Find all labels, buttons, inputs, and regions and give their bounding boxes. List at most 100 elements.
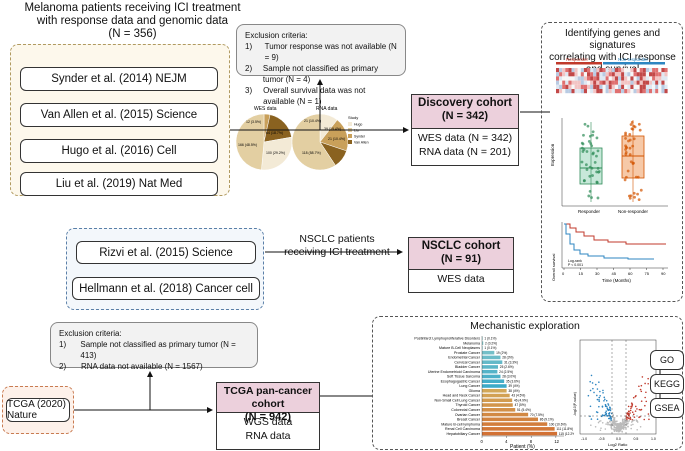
- boxplot-point: [629, 160, 633, 164]
- bar: [482, 346, 483, 350]
- volcano-point: [607, 403, 609, 405]
- km-xtick: 15: [579, 271, 584, 276]
- volcano-point: [640, 384, 643, 387]
- bar-value-label: 43 (4.5%): [511, 394, 525, 398]
- bar-xtick: 0: [481, 439, 484, 444]
- go-button: GO: [650, 350, 684, 370]
- bar-value-label: 1 (0.1%): [484, 337, 496, 341]
- heatmap-cell: [571, 80, 575, 85]
- exclusion1-text: Tumor response was not available (N = 9): [264, 42, 397, 62]
- volcano-point: [609, 421, 611, 423]
- heatmap-cell: [556, 68, 560, 73]
- boxplot-point: [596, 149, 600, 153]
- volcano-point: [640, 400, 643, 402]
- exclusion1-text: Sample not classified as primary tumor (…: [262, 64, 379, 84]
- volcano-point: [645, 391, 647, 394]
- heatmap-cell: [556, 76, 560, 81]
- heatmap-cell: [562, 72, 566, 77]
- signatures-panel: [541, 22, 683, 302]
- boxplot-point: [596, 166, 600, 170]
- heatmap-cell: [590, 84, 594, 89]
- heatmap-cell: [587, 76, 591, 81]
- volcano-point: [605, 399, 608, 402]
- boxplot-point: [637, 198, 641, 201]
- discovery-cohort-box: Discovery cohort (N = 342) WES data (N =…: [411, 94, 519, 166]
- boxplot-point: [632, 137, 636, 141]
- bar: [482, 403, 513, 407]
- heatmap-cell: [652, 80, 656, 85]
- heatmap-cell: [605, 76, 609, 81]
- heatmap-cell: [636, 76, 640, 81]
- heatmap-cell: [559, 68, 563, 73]
- heatmap-cell: [608, 80, 612, 85]
- exclusion1-title: Exclusion criteria:: [245, 31, 308, 40]
- volcano-point: [599, 429, 602, 432]
- nsclc-label-line1: NSCLC patients: [299, 233, 375, 245]
- volcano-point: [590, 418, 593, 420]
- volcano-point: [629, 416, 632, 419]
- heatmap-cell: [642, 80, 646, 85]
- volcano-point: [630, 421, 633, 423]
- volcano-point: [644, 396, 646, 399]
- volcano-point: [613, 419, 616, 422]
- heatmap-cell: [611, 80, 615, 85]
- heatmap-cell: [608, 84, 612, 89]
- rna-pie-title: RNA data: [316, 106, 338, 112]
- volcano-point: [618, 429, 620, 431]
- heatmap-cell: [652, 89, 656, 94]
- wes-pie: [235, 113, 293, 171]
- heatmap-cell: [593, 80, 597, 85]
- volcano-point: [610, 419, 612, 421]
- heatmap-cell: [574, 80, 578, 85]
- volcano-point: [618, 424, 620, 427]
- volcano-point: [615, 420, 618, 423]
- heatmap-cell: [639, 72, 643, 77]
- discovery-wes: WES data (N = 342): [417, 132, 513, 144]
- km-pvalue: P < 0.001: [568, 263, 583, 267]
- volcano-point: [621, 431, 624, 433]
- heatmap-cell: [571, 72, 575, 77]
- volcano-point: [641, 376, 644, 378]
- volcano-point: [608, 406, 611, 409]
- boxplot-point: [588, 174, 592, 178]
- bar-value-label: 24 (2.5%): [499, 370, 513, 374]
- volcano-point: [613, 418, 616, 420]
- boxplot-point: [583, 122, 587, 126]
- heatmap-cell: [627, 84, 631, 89]
- heatmap-cell: [580, 84, 584, 89]
- exclusion2-text: Sample not classified as primary tumor (…: [80, 340, 236, 360]
- volcano-point: [621, 423, 624, 425]
- heatmap-cell: [627, 80, 631, 85]
- heatmap-cell: [655, 80, 659, 85]
- heatmap-cell: [562, 89, 566, 94]
- volcano-xtick: -0.5: [599, 437, 605, 441]
- heatmap-cell: [624, 80, 628, 85]
- heatmap-responder-bar: [556, 62, 602, 65]
- volcano-point: [610, 412, 613, 415]
- km-logrank: Log-rank: [568, 259, 582, 263]
- volcano-point: [612, 422, 615, 425]
- heatmap-cell: [608, 72, 612, 77]
- heatmap-cell: [596, 76, 600, 81]
- volcano-point: [639, 388, 642, 391]
- boxplot-point: [591, 174, 594, 177]
- volcano-point: [636, 408, 638, 410]
- volcano-point: [615, 426, 618, 429]
- exclusion2-item: 1)Sample not classified as primary tumor…: [59, 339, 249, 361]
- bar: [482, 398, 513, 403]
- volcano-point: [604, 398, 606, 401]
- heatmap: [556, 68, 668, 94]
- bar-category-label: Bladder Cancer: [455, 365, 481, 369]
- heatmap-cell: [593, 76, 597, 81]
- bar: [482, 355, 501, 360]
- heatmap-cell: [593, 89, 597, 94]
- volcano-point: [634, 410, 637, 412]
- volcano-point: [614, 428, 617, 431]
- volcano-point: [629, 418, 632, 420]
- heatmap-cell: [593, 72, 597, 77]
- heatmap-cell: [590, 89, 594, 94]
- volcano-point: [602, 389, 604, 392]
- heatmap-cell: [556, 84, 560, 89]
